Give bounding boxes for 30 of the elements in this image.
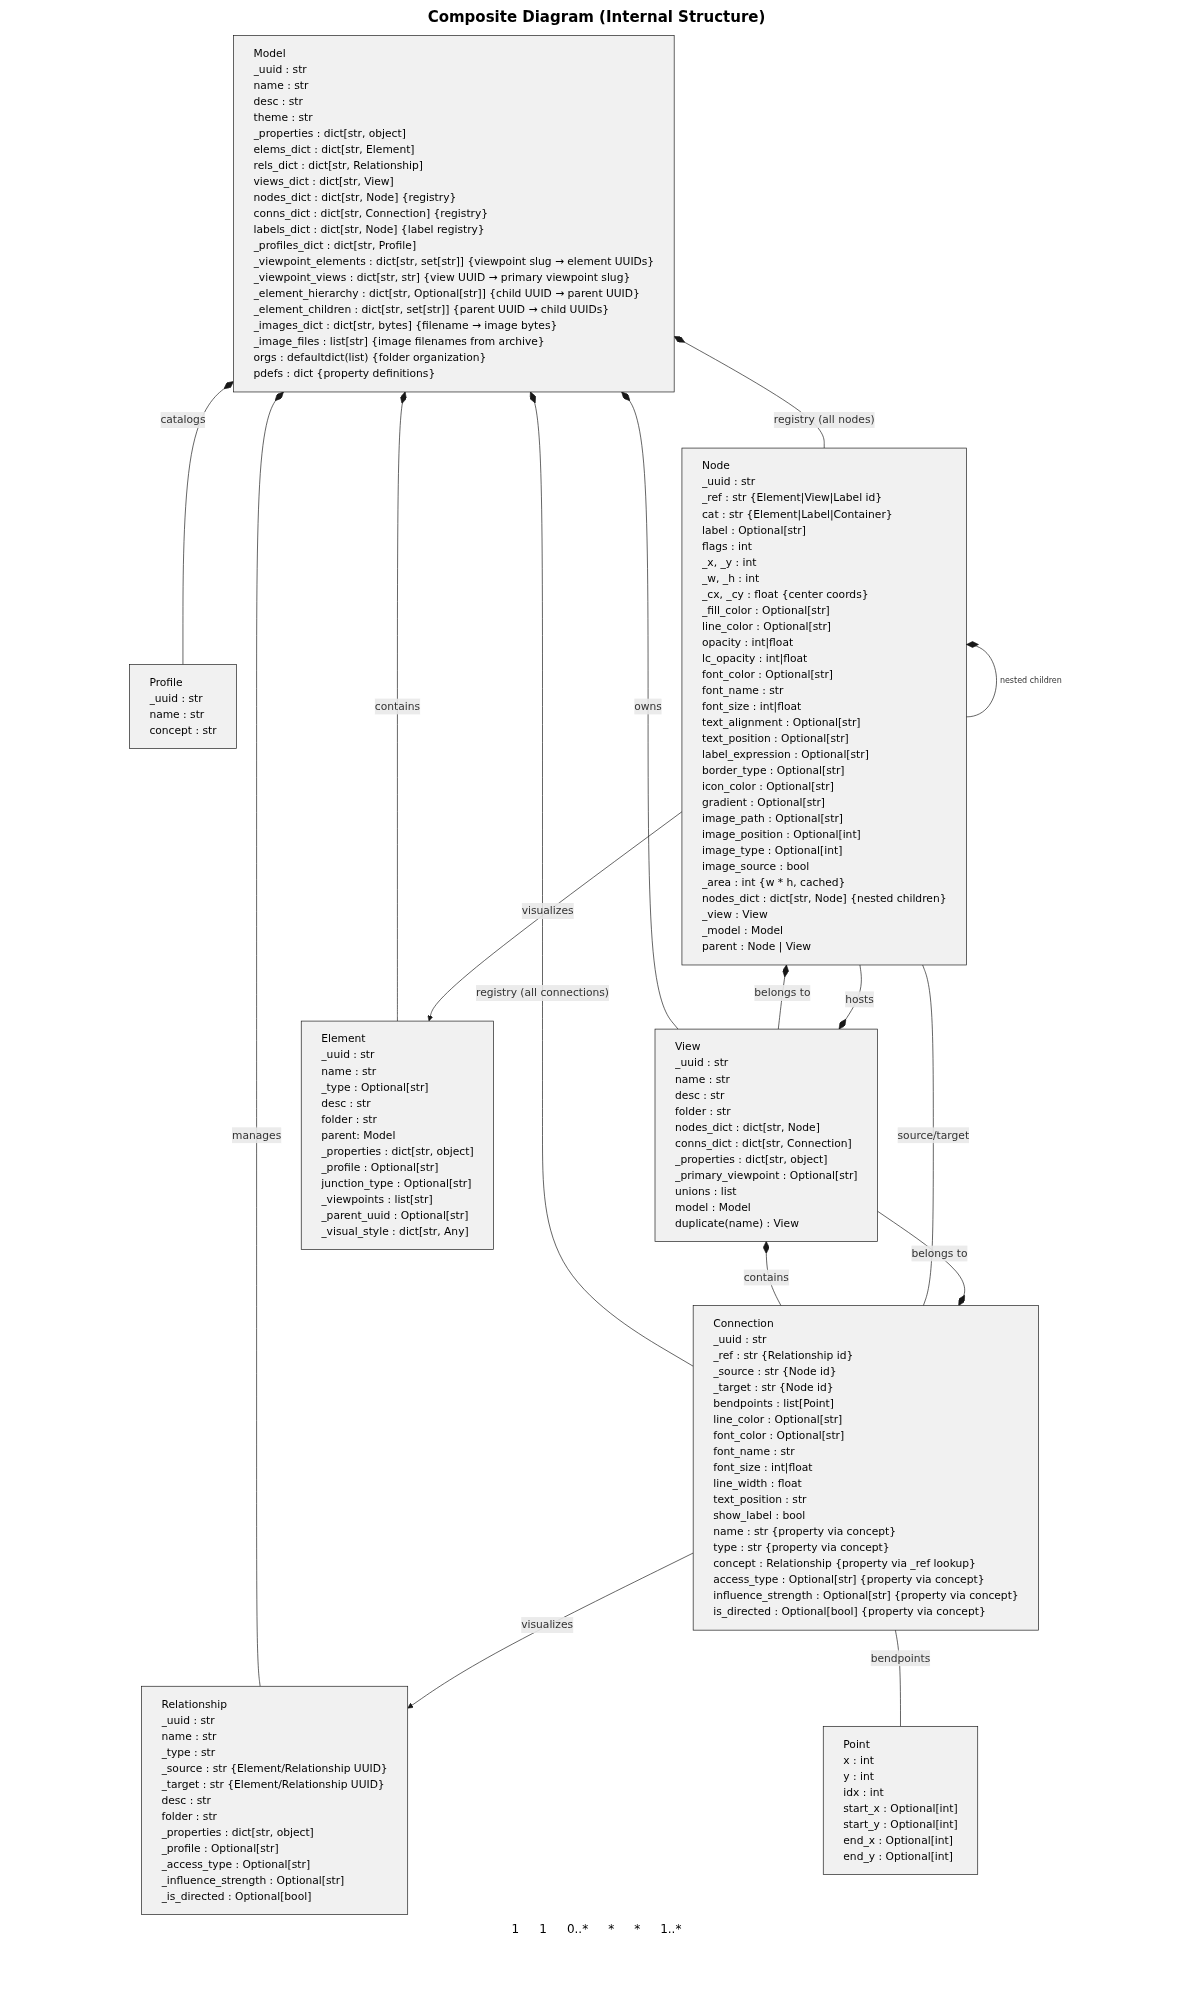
multiplicity-label: 1..* xyxy=(660,1922,682,1936)
multiplicity-label: 1 xyxy=(511,1922,520,1936)
edge-label: contains xyxy=(743,1270,790,1284)
edge-label: owns xyxy=(634,699,663,713)
edge-label: registry (all connections) xyxy=(476,986,610,1000)
node-box: Profile _uuid : str name : str concept : str xyxy=(129,664,238,749)
multiplicity-label: 1 xyxy=(539,1922,547,1936)
edge-label: registry (all nodes) xyxy=(774,413,875,427)
edge-label: manages xyxy=(232,1128,282,1142)
edge-label: belongs to xyxy=(911,1246,968,1260)
node-box: Point x : int y : int idx : int start_x : Optional[int] start_y : Optional[int] end_x : Optional[int] end_y : Optional[int] xyxy=(823,1726,979,1875)
multiplicity-label: * xyxy=(608,1922,615,1936)
edge-label: bendpoints xyxy=(870,1651,931,1665)
node-box: Node _uuid : str _ref : str {Element|View|Label id} cat : str {Element|Label|Container} label : Optional[str] flags : int _x, _y : int _w, _h : int _cx, _cy : float {center coords} _fill_color : Optional[str] line_color : Optional[str] opacity : int|float lc_opacity : int|float font_color : Optional[str] font_name : str font_size : int|float text_alignment : Optional[str] text_position : Optional[str] label_expression : Optional[str] border_type : Optional[str] icon_color : Optional[str] gradient : Optional[str] image_path : Optional[str] image_position : Optional[int] image_type : Optional[int] image_source : bool _area : int {w * h, cached} nodes_dict : dict[str, Node] {nested children} _view : View _model : Model parent : Node | View xyxy=(681,447,968,966)
node-box: View _uuid : str name : str desc : str folder : str nodes_dict : dict[str, Node] conns_dict : dict[str, Connection] _properties : dict[str, object] _primary_viewpoint : Optional[str] unions : list model : Model duplicate(name) : View xyxy=(654,1028,879,1242)
edge-label: visualizes xyxy=(521,904,574,918)
edge-label: source/target xyxy=(897,1128,970,1142)
node-box: Element _uuid : str name : str _type : Optional[str] desc : str folder : str parent: Model _properties : dict[str, object] _profile : Optional[str] junction_type : Optional[str] _viewpoints : list[str] _parent_uuid : Optional[str] _visual_style : dict[str, Any] xyxy=(301,1020,495,1250)
edge-label: belongs to xyxy=(754,986,811,1000)
multiplicity-label: * xyxy=(634,1922,641,1936)
edge-label: catalogs xyxy=(160,413,206,427)
diagram-title: Composite Diagram (Internal Structure) xyxy=(426,8,767,26)
edge-label: visualizes xyxy=(521,1618,574,1632)
edge-label: hosts xyxy=(845,992,875,1006)
multiplicity-label: 0..* xyxy=(566,1922,589,1936)
connector xyxy=(922,964,934,1306)
edge-label: contains xyxy=(375,699,421,713)
node-box: Model _uuid : str name : str desc : str theme : str _properties : dict[str, object] elems_dict : dict[str, Element] rels_dict : dict[str, Relationship] views_dict : dict[str, View] nodes_dict : dict[str, Node] {registry} conns_dict : dict[str, Connection] {registry} labels_dict : dict[str, Node] {label registry} _profiles_dict : dict[str, Profile] _viewpoint_elements : dict[str, set[str]] {viewpoint slug → element UUIDs} _viewpoint_views : dict[str, str] {view UUID → primary viewpoint slug} _element_hierarchy : dict[str, Optional[str]] {child UUID → parent UUID} _element_children : dict[str, set[str]] {parent UUID → child UUIDs} _images_dict : dict[str, bytes] {filename → image bytes} _image_files : list[str] {image filenames from archive} orgs : defaultdict(list) {folder organization} pdefs : dict {property definitions} xyxy=(233,35,675,393)
node-box: Connection _uuid : str _ref : str {Relationship id} _source : str {Node id} _target : str {Node id} bendpoints : list[Point] line_color : Optional[str] font_color : Optional[str] font_name : str font_size : int|float line_width : float text_position : str show_label : bool name : str {property via concept} type : str {property via concept} concept : Relationship {property via _ref lookup} access_type : Optional[str] {property via concept} influence_strength : Optional[str] {property via concept} is_directed : Optional[bool] {property via concept} xyxy=(693,1305,1040,1631)
node-box: Relationship _uuid : str name : str _type : str _source : str {Element/Relationship UUID} _target : str {Element/Relationship UUID} desc : str folder : str _properties : dict[str, object] _profile : Optional[str] _access_type : Optional[str] _influence_strength : Optional[str] _is_directed : Optional[bool] xyxy=(141,1685,409,1915)
